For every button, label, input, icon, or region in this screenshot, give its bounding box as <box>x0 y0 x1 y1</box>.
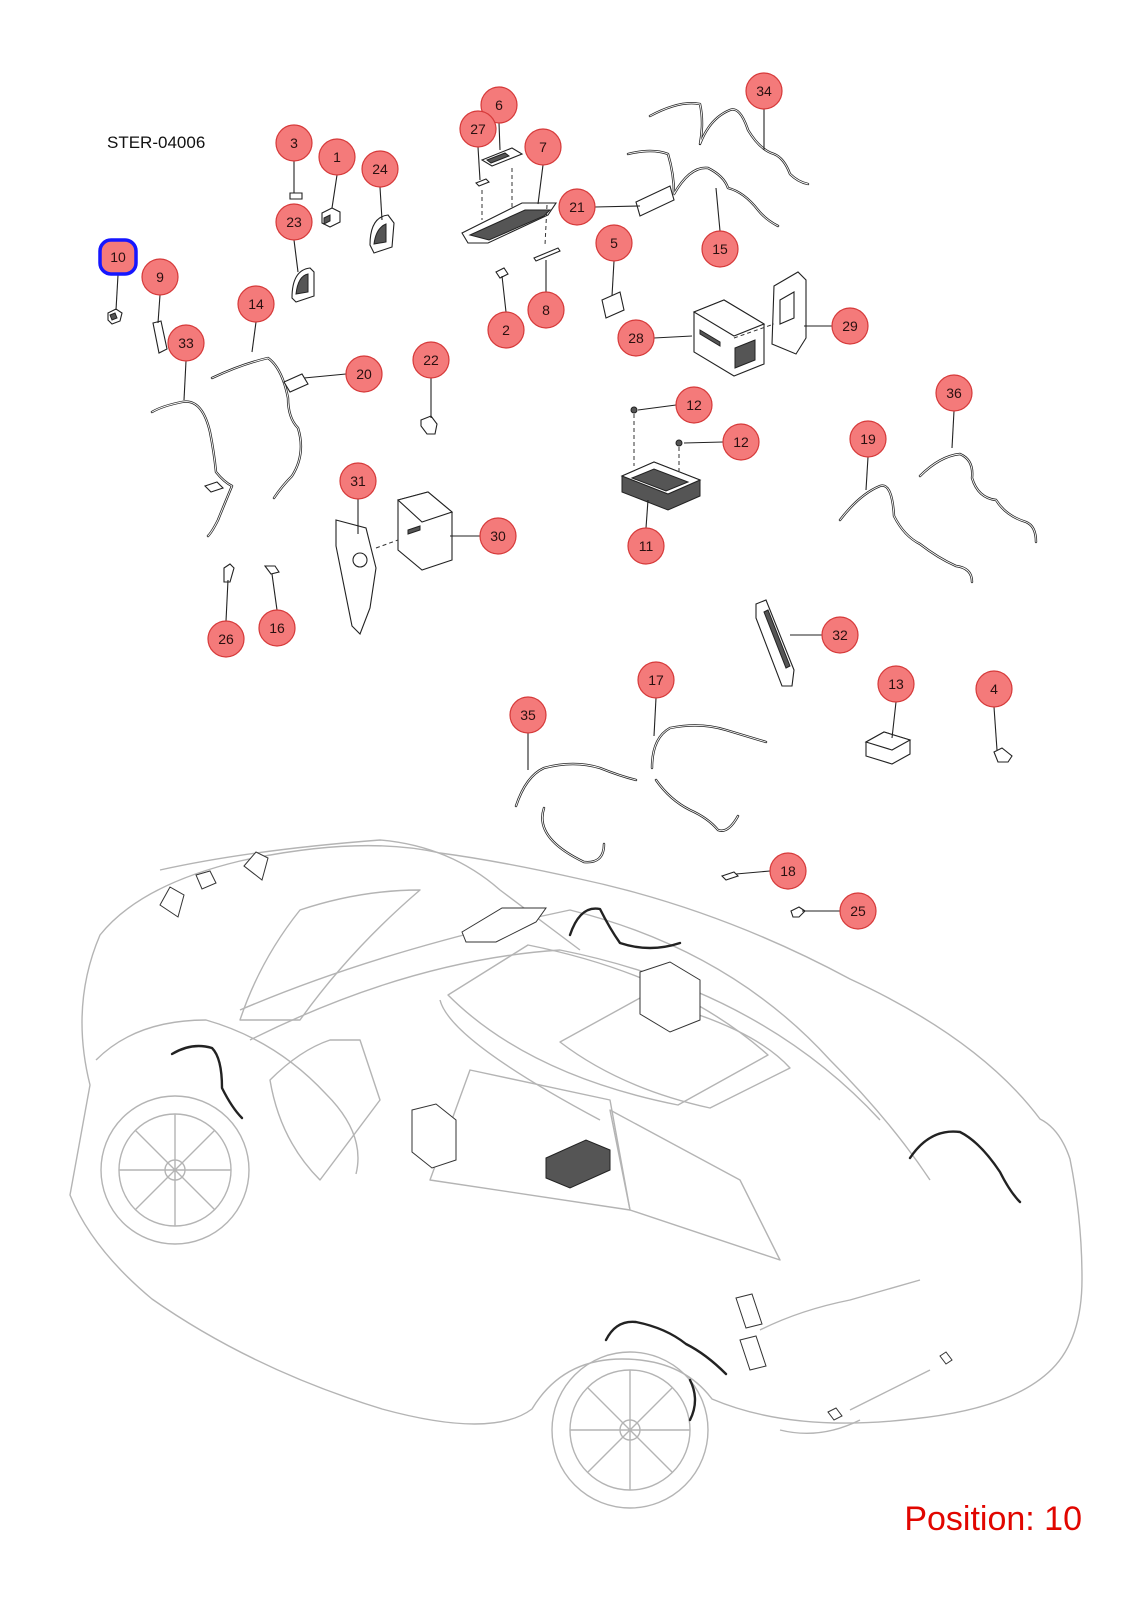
callout-12-upper[interactable]: 12 <box>675 386 713 424</box>
vehicle-outline <box>69 839 1083 1509</box>
svg-text:13: 13 <box>888 676 904 692</box>
callout-8[interactable]: 8 <box>527 291 565 329</box>
callout-9[interactable]: 9 <box>141 258 179 296</box>
callout-33[interactable]: 33 <box>167 324 205 362</box>
svg-text:35: 35 <box>520 707 536 723</box>
callout-3[interactable]: 3 <box>275 124 313 162</box>
svg-text:2: 2 <box>502 322 510 338</box>
svg-text:26: 26 <box>218 631 234 647</box>
svg-text:6: 6 <box>495 97 503 113</box>
callout-16[interactable]: 16 <box>258 609 296 647</box>
svg-text:19: 19 <box>860 431 876 447</box>
svg-text:5: 5 <box>610 235 618 251</box>
callout-18[interactable]: 18 <box>769 852 807 890</box>
callout-28[interactable]: 28 <box>617 319 655 357</box>
svg-text:32: 32 <box>832 627 848 643</box>
svg-text:28: 28 <box>628 330 644 346</box>
callout-13[interactable]: 13 <box>877 665 915 703</box>
callout-5[interactable]: 5 <box>595 224 633 262</box>
svg-text:17: 17 <box>648 672 664 688</box>
callout-12-lower[interactable]: 12 <box>722 423 760 461</box>
svg-text:15: 15 <box>712 241 728 257</box>
svg-text:36: 36 <box>946 385 962 401</box>
svg-text:31: 31 <box>350 473 366 489</box>
callout-1[interactable]: 1 <box>318 138 356 176</box>
wire-harnesses <box>150 102 1038 864</box>
svg-text:12: 12 <box>733 434 749 450</box>
callout-36[interactable]: 36 <box>935 374 973 412</box>
callout-24[interactable]: 24 <box>361 150 399 188</box>
callout-4[interactable]: 4 <box>975 670 1013 708</box>
callout-31[interactable]: 31 <box>339 462 377 500</box>
svg-text:29: 29 <box>842 318 858 334</box>
callout-35[interactable]: 35 <box>509 696 547 734</box>
part-drawings <box>107 147 1013 918</box>
svg-text:18: 18 <box>780 863 796 879</box>
svg-text:34: 34 <box>756 83 772 99</box>
callout-14[interactable]: 14 <box>237 285 275 323</box>
callout-32[interactable]: 32 <box>821 616 859 654</box>
callout-22[interactable]: 22 <box>412 341 450 379</box>
position-label: Position: 10 <box>904 1500 1082 1538</box>
callout-34[interactable]: 34 <box>745 72 783 110</box>
svg-text:22: 22 <box>423 352 439 368</box>
svg-text:7: 7 <box>539 139 547 155</box>
svg-text:3: 3 <box>290 135 298 151</box>
callout-21[interactable]: 21 <box>558 188 596 226</box>
callout-7[interactable]: 7 <box>524 128 562 166</box>
svg-text:25: 25 <box>850 903 866 919</box>
leader-lines <box>115 109 998 912</box>
svg-text:16: 16 <box>269 620 285 636</box>
callout-30[interactable]: 30 <box>479 517 517 555</box>
callout-20[interactable]: 20 <box>345 355 383 393</box>
callout-15[interactable]: 15 <box>701 230 739 268</box>
callout-19[interactable]: 19 <box>849 420 887 458</box>
svg-text:11: 11 <box>639 538 654 554</box>
svg-text:10: 10 <box>110 249 126 265</box>
svg-text:23: 23 <box>286 214 302 230</box>
svg-text:12: 12 <box>686 397 702 413</box>
callout-26[interactable]: 26 <box>207 620 245 658</box>
svg-text:30: 30 <box>490 528 506 544</box>
callout-23[interactable]: 23 <box>275 203 313 241</box>
callout-10-selected[interactable]: 10 <box>98 238 138 276</box>
svg-text:14: 14 <box>248 296 264 312</box>
svg-text:1: 1 <box>333 149 341 165</box>
callout-27[interactable]: 27 <box>459 110 497 148</box>
callout-11[interactable]: 11 <box>627 527 665 565</box>
callout-bubbles: 1 2 3 4 5 6 7 8 9 10 11 12 12 13 14 15 1… <box>98 72 1013 930</box>
svg-text:8: 8 <box>542 302 550 318</box>
svg-text:20: 20 <box>356 366 372 382</box>
callout-17[interactable]: 17 <box>637 661 675 699</box>
svg-text:27: 27 <box>470 121 486 137</box>
svg-text:21: 21 <box>569 199 585 215</box>
callout-29[interactable]: 29 <box>831 307 869 345</box>
svg-text:33: 33 <box>178 335 194 351</box>
svg-text:4: 4 <box>990 681 998 697</box>
callout-25[interactable]: 25 <box>839 892 877 930</box>
reference-code: STER-04006 <box>107 133 206 152</box>
svg-text:9: 9 <box>156 269 164 285</box>
svg-text:24: 24 <box>372 161 388 177</box>
callout-6[interactable]: 6 <box>480 86 518 124</box>
callout-2[interactable]: 2 <box>487 311 525 349</box>
